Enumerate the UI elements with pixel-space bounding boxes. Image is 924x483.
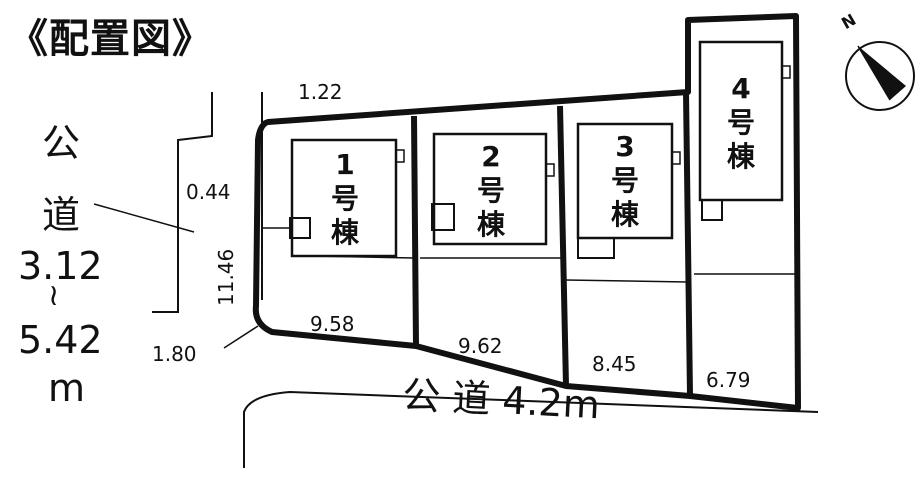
building-2-label: 2 号 棟 [466,140,516,242]
dim-lot2-frontage: 9.62 [458,334,503,358]
road-width-leader [93,203,195,233]
building-3-label: 3 号 棟 [600,130,650,232]
south-road-edge [243,390,819,468]
building-1-label-to: 棟 [330,216,359,249]
dim-lot1-frontage: 9.58 [310,312,355,336]
west-road-char1: 公 [42,121,81,165]
lot3-parking-line [565,279,689,283]
west-road-unit: m [48,366,86,410]
building-1-label: 1 号 棟 [320,148,370,250]
building-2-label-to: 棟 [476,208,505,241]
building-4-label-to: 棟 [726,140,755,173]
building-4-footprint [698,40,784,202]
building-2-unit [545,163,555,177]
building-4-label: 4 号 棟 [716,72,766,174]
building-3-footprint [576,122,674,240]
west-road-width-max: 5.42 [18,318,103,362]
building-3-number: 3 [615,130,635,163]
building-3-unit [671,151,681,165]
west-road-edge [152,92,213,313]
site-boundary [252,13,801,411]
building-4-label-go: 号 [726,106,755,139]
page-title: 《配置図》 [8,16,213,62]
dim-left-side: 11.46 [214,248,238,306]
building-4-unit [781,65,791,79]
building-4-entrance [701,199,723,221]
lot-divider-3-4 [683,91,693,397]
building-3-entrance [577,237,615,259]
dim-lot3-frontage: 8.45 [592,352,637,376]
west-road-range-mark: ≀ [48,278,60,313]
building-3-label-go: 号 [610,164,639,197]
building-2-footprint [432,132,548,246]
building-3-label-to: 棟 [610,198,639,231]
building-1-unit [395,149,405,163]
building-1-label-go: 号 [330,182,359,215]
west-road-char2: 道 [42,193,81,237]
building-1-number: 1 [335,148,355,181]
building-4-number: 4 [731,72,751,105]
north-arrow-icon [845,41,915,111]
dim-left-upper: 0.44 [186,180,231,204]
building-2-number: 2 [481,140,501,173]
dim-lot4-frontage: 6.79 [706,368,751,392]
building-2-entrance [431,203,455,231]
building-2-label-go: 号 [476,174,505,207]
south-road-label: 公 道 4.2m [401,372,601,428]
building-1-footprint [290,138,398,258]
corner-cut-leader [223,325,259,349]
dim-bottom-left: 1.80 [152,342,197,366]
dim-top-left: 1.22 [298,80,343,104]
west-road-width-min: 3.12 [18,244,103,288]
lot-divider-2-3 [557,105,569,387]
lot-divider-1-2 [411,115,419,347]
